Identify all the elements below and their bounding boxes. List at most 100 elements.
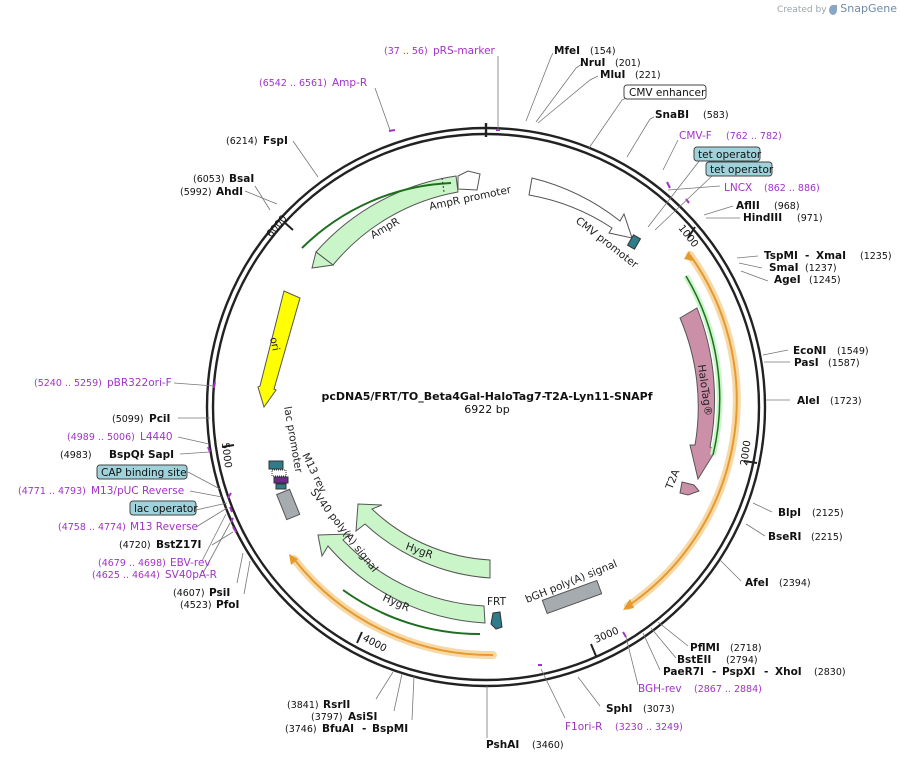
feature-label-ori: ori (267, 336, 282, 352)
site-bsai-pos: (6053) (193, 174, 225, 185)
cmv-promoter-feature (528, 177, 642, 250)
primer-ebv-rev: EBV-rev (170, 557, 211, 569)
site-smai-pos: (1237) (805, 263, 837, 274)
primer-ebv-rev-pos: (4679 .. 4698) (98, 558, 166, 569)
primer-sv40pa-r: SV40pA-R (165, 569, 217, 581)
site-mfei-pos: (154) (590, 46, 616, 57)
sv40-polya-feature (275, 488, 301, 521)
hygr-outer-feature (317, 533, 486, 636)
site-tspmi: TspMI (764, 250, 798, 262)
frt-feature (490, 611, 503, 630)
site-nrui-pos: (201) (615, 58, 641, 69)
site-sphi: SphI (606, 703, 632, 715)
site-bseri: BseRI (768, 531, 801, 543)
primer-marks (207, 129, 690, 666)
site-dash-3: - (764, 666, 768, 678)
box-tet-operator-2: tet operator (710, 164, 774, 176)
site-fspi: FspI (263, 135, 288, 147)
leader-lines (173, 52, 790, 738)
primer-amp-r-pos: (6542 .. 6561) (259, 78, 327, 89)
feature-label-frt: FRT (487, 596, 507, 608)
site-afei-pos: (2394) (779, 578, 811, 589)
site-aflii-pos: (968) (774, 201, 800, 212)
primer-lncx: LNCX (724, 182, 752, 194)
site-bsteii-pos: (2794) (726, 655, 758, 666)
ori-feature (257, 290, 301, 409)
site-pflmi: PflMI (690, 642, 720, 654)
primer-f1ori-r-pos: (3230 .. 3249) (615, 722, 683, 733)
site-bstz17i: BstZ17I (156, 539, 201, 551)
site-econi-pos: (1549) (837, 346, 869, 357)
tick-6000: 6000 (265, 213, 290, 240)
site-bsteii: BstEII (677, 654, 711, 666)
site-pfoi-pos: (4523) (180, 600, 212, 611)
site-dash-2: - (712, 666, 716, 678)
site-bfuai: BfuAI (322, 723, 354, 735)
site-afei: AfeI (745, 577, 769, 589)
boxed-labels: CMV enhancer tet operator tet operator C… (96, 84, 774, 516)
tick-1000: 1000 (676, 223, 700, 250)
ampr-feature (301, 170, 481, 269)
site-blpi-pos: (2125) (812, 508, 844, 519)
primer-amp-r: Amp-R (332, 77, 367, 89)
site-agei: AgeI (774, 274, 801, 286)
primer-l4440-pos: (4989 .. 5006) (67, 432, 135, 443)
plasmid-size: 6922 bp (464, 403, 509, 416)
site-bspqi: BspQI (109, 449, 144, 461)
lac-region-features (268, 460, 289, 490)
site-pasi: PasI (794, 357, 819, 369)
site-asisi: AsiSI (348, 711, 377, 723)
site-aflii: AflII (736, 200, 760, 212)
site-mlui: MluI (600, 69, 625, 81)
site-fspi-pos: (6214) (226, 136, 258, 147)
backbone (205, 123, 767, 688)
primer-prs-marker-pos: (37 .. 56) (384, 46, 428, 57)
primer-bgh-rev: BGH-rev (638, 683, 682, 695)
site-dash-4: - (362, 723, 366, 735)
site-psii-pos: (4607) (173, 588, 205, 599)
plasmid-title: pcDNA5/FRT/TO_Beta4Gal-HaloTag7-T2A-Lyn1… (321, 390, 652, 403)
site-dash-5: - (140, 449, 144, 461)
site-pspxi: PspXI (722, 666, 755, 678)
site-pflmi-pos: (2718) (730, 643, 762, 654)
site-blpi: BlpI (778, 507, 801, 519)
hygr-inner-feature (355, 503, 491, 579)
site-xhoi: XhoI (775, 666, 802, 678)
site-pasi-pos: (1587) (828, 358, 860, 369)
restriction-sites: MfeI (154) NruI (201) MluI (221) SnaBI (… (60, 45, 892, 751)
site-rsrii: RsrII (323, 699, 350, 711)
site-mlui-pos: (221) (635, 70, 661, 81)
site-hindiii-pos: (971) (797, 213, 823, 224)
primer-lncx-pos: (862 .. 886) (764, 183, 820, 194)
primer-m13puc-reverse-pos: (4771 .. 4793) (18, 486, 86, 497)
credit-brand: SnapGene (840, 2, 897, 15)
site-xhoi-pos: (2830) (814, 667, 846, 678)
tick-3000: 3000 (593, 626, 621, 646)
feature-label-lac-promoter: lac promoter (281, 405, 305, 474)
credit-prefix: Created by (777, 5, 827, 15)
site-bstz17i-pos: (4720) (119, 540, 151, 551)
site-smai: SmaI (769, 262, 799, 274)
snapgene-credit: Created by SnapGene (777, 2, 897, 15)
site-sapi: SapI (148, 449, 174, 461)
site-bsai: BsaI (229, 173, 254, 185)
site-pfoi: PfoI (216, 599, 239, 611)
site-bspqi-pos: (4983) (60, 450, 92, 461)
box-cmv-enhancer: CMV enhancer (629, 87, 706, 99)
site-bseri-pos: (2215) (811, 532, 843, 543)
primer-prs-marker: pRS-marker (433, 45, 496, 57)
site-snabi: SnaBI (655, 109, 689, 121)
primer-pbr322ori-f: pBR322ori-F (107, 377, 172, 389)
halotag-feature (679, 274, 723, 496)
tick-marks: 1000 2000 3000 4000 5000 6000 (219, 213, 758, 657)
site-mfei: MfeI (554, 45, 580, 57)
site-pcii-pos: (5099) (112, 414, 144, 425)
primer-bgh-rev-pos: (2867 .. 2884) (694, 684, 762, 695)
site-hindiii: HindIII (743, 212, 782, 224)
site-psii: PsiI (209, 587, 230, 599)
bgh-polya-feature (541, 579, 603, 615)
site-nrui: NruI (580, 57, 605, 69)
site-alei: AleI (797, 395, 820, 407)
site-alei-pos: (1723) (830, 396, 862, 407)
